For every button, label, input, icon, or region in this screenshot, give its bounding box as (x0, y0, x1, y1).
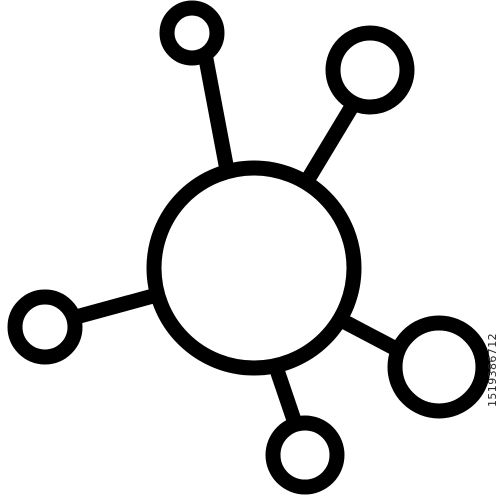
satellite-node-left (7, 289, 83, 365)
connector-line-right (335, 313, 406, 358)
satellite-node-right (387, 315, 491, 419)
connector-line-bottom (270, 365, 304, 434)
hub-node (146, 160, 362, 376)
satellite-node-top-left (159, 0, 225, 66)
image-id-label: 1519386712 (486, 333, 499, 407)
satellite-node-bottom (265, 415, 345, 495)
connector-line-top-left (198, 51, 235, 178)
connector-line-top-right (299, 95, 362, 189)
connector-line-left (68, 288, 161, 325)
satellite-node-top-right (325, 25, 415, 115)
